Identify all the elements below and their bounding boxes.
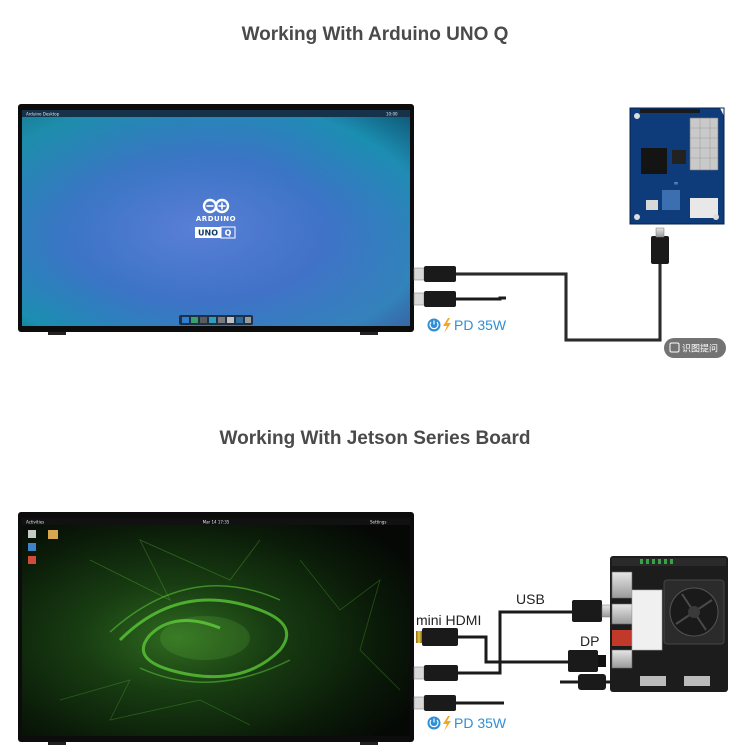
topbar-right: Settings	[370, 520, 386, 525]
cable-dc-jetson	[560, 674, 610, 690]
jetson-board	[610, 556, 728, 692]
monitor-top: Arduino Desktop 10:00 ARDUINO UNO Q	[18, 104, 414, 335]
power-icon	[427, 716, 441, 730]
arduino-uno-q-board: ∞	[629, 107, 725, 225]
screen-top-topbar	[22, 110, 410, 117]
desktop-icons	[28, 530, 58, 564]
uno-label: UNO	[198, 229, 218, 238]
q-label: Q	[225, 229, 232, 238]
svg-text:∞: ∞	[674, 180, 679, 187]
arduino-logo-text: ARDUINO	[196, 215, 236, 223]
nvidia-swirl-graphic	[59, 539, 401, 726]
watermark-text: 识图提问	[682, 343, 718, 355]
section-title-jetson: Working With Jetson Series Board	[219, 428, 531, 449]
label-mini-hdmi: mini HDMI	[416, 612, 481, 628]
pd-label-top: PD 35W	[454, 317, 507, 333]
cable-usb	[413, 600, 613, 681]
pd-label-bottom: PD 35W	[454, 715, 507, 731]
uno-q-badge: UNO Q	[195, 226, 236, 239]
label-usb: USB	[516, 591, 545, 607]
topbar-right-text: 10:00	[386, 112, 398, 117]
watermark-badge: 识图提问	[664, 338, 726, 358]
cable-usbc-to-arduino	[413, 227, 669, 342]
cable-mini-hdmi	[416, 628, 606, 672]
image-search-icon	[669, 342, 680, 353]
topbar-left-text: Arduino Desktop	[26, 112, 60, 117]
arduino-logo: ARDUINO	[196, 198, 236, 223]
monitor-bottom: Activities Mar 14 17:35 Settings	[18, 512, 414, 745]
topbar-activities: Activities	[26, 520, 44, 525]
screen-bottom-topbar	[22, 518, 410, 525]
lightning-bolt-icon	[443, 716, 451, 731]
cable-power-bottom	[413, 695, 504, 711]
power-label-top: PD 35W	[427, 317, 507, 333]
label-dp: DP	[580, 633, 599, 649]
power-label-bottom: PD 35W	[427, 715, 507, 731]
section-title-arduino: Working With Arduino UNO Q	[241, 24, 509, 45]
taskbar-dock	[179, 315, 253, 325]
cable-power-top	[413, 291, 506, 307]
power-icon	[427, 318, 441, 332]
lightning-bolt-icon	[443, 318, 451, 333]
topbar-clock: Mar 14 17:35	[203, 520, 230, 525]
